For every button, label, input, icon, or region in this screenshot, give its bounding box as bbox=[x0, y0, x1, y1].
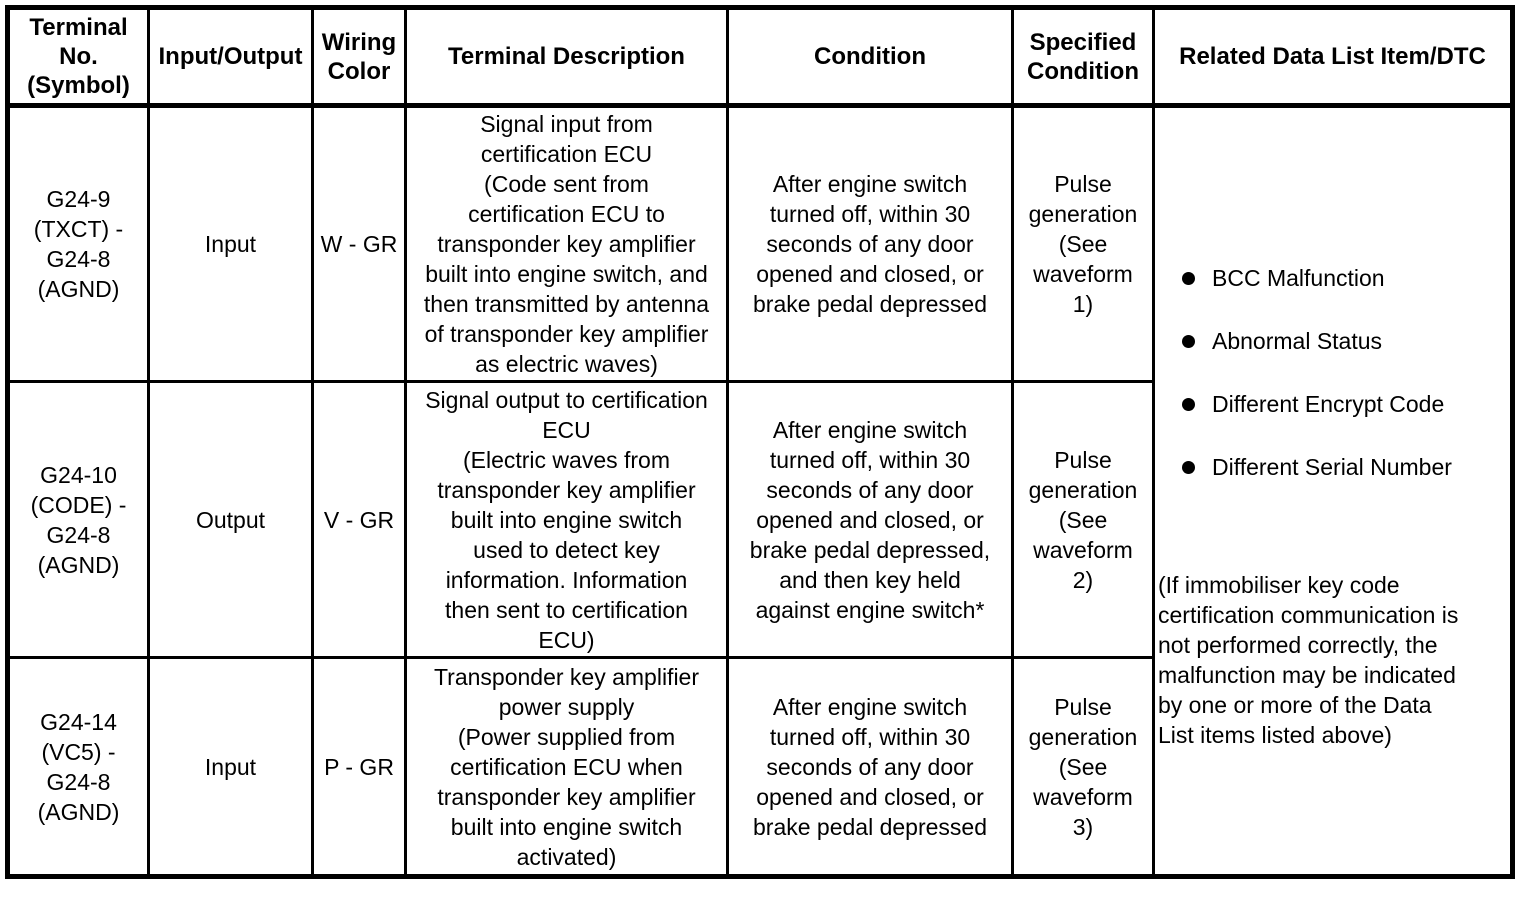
cell-terminal-description: Signal input from certification ECU (Cod… bbox=[404, 104, 729, 383]
header-terminal-no: Terminal No. (Symbol) bbox=[6, 6, 150, 108]
dtc-note: (If immobiliser key code certification c… bbox=[1158, 572, 1459, 748]
cell-input-output: Input bbox=[147, 104, 314, 383]
terminal-description-table: Terminal No. (Symbol) Input/Output Wirin… bbox=[5, 5, 1515, 879]
bullet-icon bbox=[1182, 272, 1195, 285]
cell-related-data-list: BCC Malfunction Abnormal Status Differen… bbox=[1152, 104, 1514, 878]
cell-condition: After engine switch turned off, within 3… bbox=[726, 104, 1014, 383]
header-wiring-color: Wiring Color bbox=[311, 6, 407, 108]
cell-wiring-color: P - GR bbox=[311, 656, 407, 878]
table-row: G24-14 (VC5) - G24-8 (AGND) Input P - GR… bbox=[6, 656, 1513, 878]
bullet-icon bbox=[1182, 335, 1195, 348]
header-specified-condition: Specified Condition bbox=[1011, 6, 1155, 108]
dtc-list-item-label: BCC Malfunction bbox=[1212, 265, 1385, 291]
header-row: Terminal No. (Symbol) Input/Output Wirin… bbox=[6, 6, 1514, 108]
cell-wiring-color: V - GR bbox=[311, 380, 407, 659]
cell-input-output: Output bbox=[147, 380, 314, 659]
header-condition: Condition bbox=[726, 6, 1014, 108]
cell-specified-condition: Pulse generation (See waveform 3) bbox=[1011, 656, 1155, 878]
table-row: G24-10 (CODE) - G24-8 (AGND) Output V - … bbox=[6, 380, 1513, 659]
cell-wiring-color: W - GR bbox=[311, 104, 407, 383]
dtc-list-item-label: Different Serial Number bbox=[1212, 454, 1452, 480]
dtc-bullet-list: BCC Malfunction Abnormal Status Differen… bbox=[1158, 232, 1507, 514]
header-terminal-description: Terminal Description bbox=[404, 6, 729, 108]
table-row: G24-9 (TXCT) - G24-8 (AGND) Input W - GR… bbox=[6, 104, 1514, 878]
cell-terminal-description: Signal output to certification ECU (Elec… bbox=[404, 380, 729, 659]
header-related-data-list: Related Data List Item/DTC bbox=[1152, 6, 1514, 108]
dtc-list-item: Different Encrypt Code bbox=[1158, 388, 1507, 421]
cell-terminal-no: G24-14 (VC5) - G24-8 (AGND) bbox=[6, 656, 150, 878]
dtc-list-item: Different Serial Number bbox=[1158, 451, 1507, 484]
cell-specified-condition: Pulse generation (See waveform 2) bbox=[1011, 380, 1155, 659]
cell-terminal-description: Transponder key amplifier power supply (… bbox=[404, 656, 729, 878]
dtc-list-item: BCC Malfunction bbox=[1158, 262, 1507, 295]
bullet-icon bbox=[1182, 398, 1195, 411]
cell-condition: After engine switch turned off, within 3… bbox=[726, 656, 1014, 878]
bullet-icon bbox=[1182, 461, 1195, 474]
cell-terminal-no: G24-9 (TXCT) - G24-8 (AGND) bbox=[6, 104, 150, 383]
cell-specified-condition: Pulse generation (See waveform 1) bbox=[1011, 104, 1155, 383]
header-input-output: Input/Output bbox=[147, 6, 314, 108]
cell-terminal-no: G24-10 (CODE) - G24-8 (AGND) bbox=[6, 380, 150, 659]
cell-input-output: Input bbox=[147, 656, 314, 878]
dtc-list-item: Abnormal Status bbox=[1158, 325, 1507, 358]
cell-condition: After engine switch turned off, within 3… bbox=[726, 380, 1014, 659]
dtc-list-item-label: Abnormal Status bbox=[1212, 328, 1383, 354]
dtc-list-item-label: Different Encrypt Code bbox=[1212, 391, 1445, 417]
